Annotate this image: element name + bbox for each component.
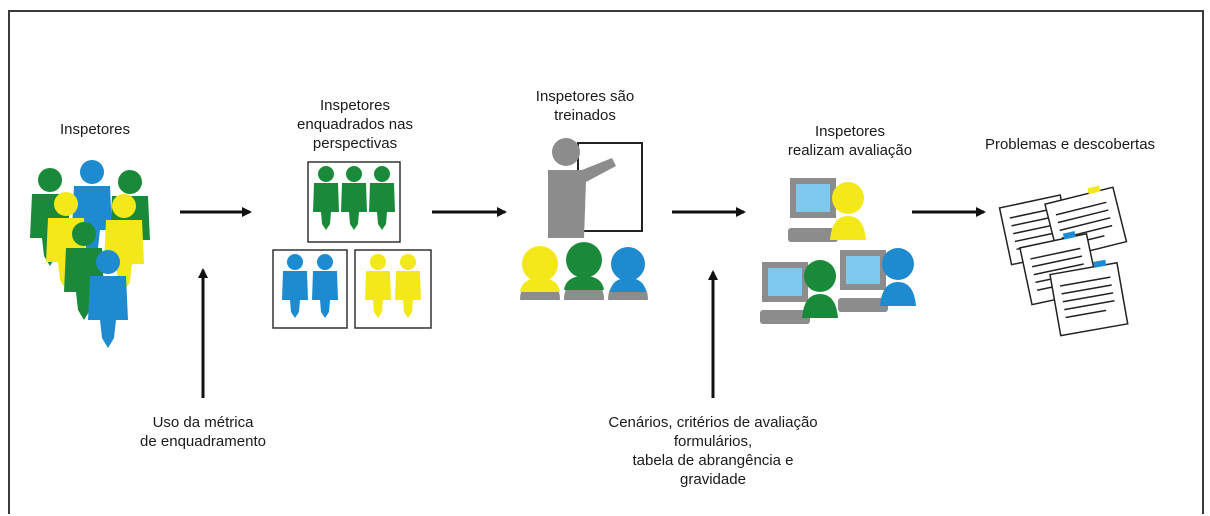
input-1-label: Uso da métrica de enquadramento [140,414,266,450]
workstations-icon [760,178,916,324]
stage-4-label: Inspetores realizam avaliação [787,123,913,159]
input-2-label: Cenários, critérios de avaliação formulá… [608,414,818,488]
documents-stack-icon [998,185,1129,337]
stage-5-label: Problemas e descobertas [984,136,1156,153]
input-arrows [198,268,718,398]
framed-groups-icon [272,161,432,329]
trainer-whiteboard-icon [520,138,648,300]
stage-3-label: Inspetores são treinados [535,88,635,124]
stage-2-label: Inspetores enquadrados nas perspectivas [297,97,413,152]
diagram-frame [8,10,1204,514]
stage-1-label: Inspetores [59,121,131,138]
people-group-icon [30,160,150,348]
